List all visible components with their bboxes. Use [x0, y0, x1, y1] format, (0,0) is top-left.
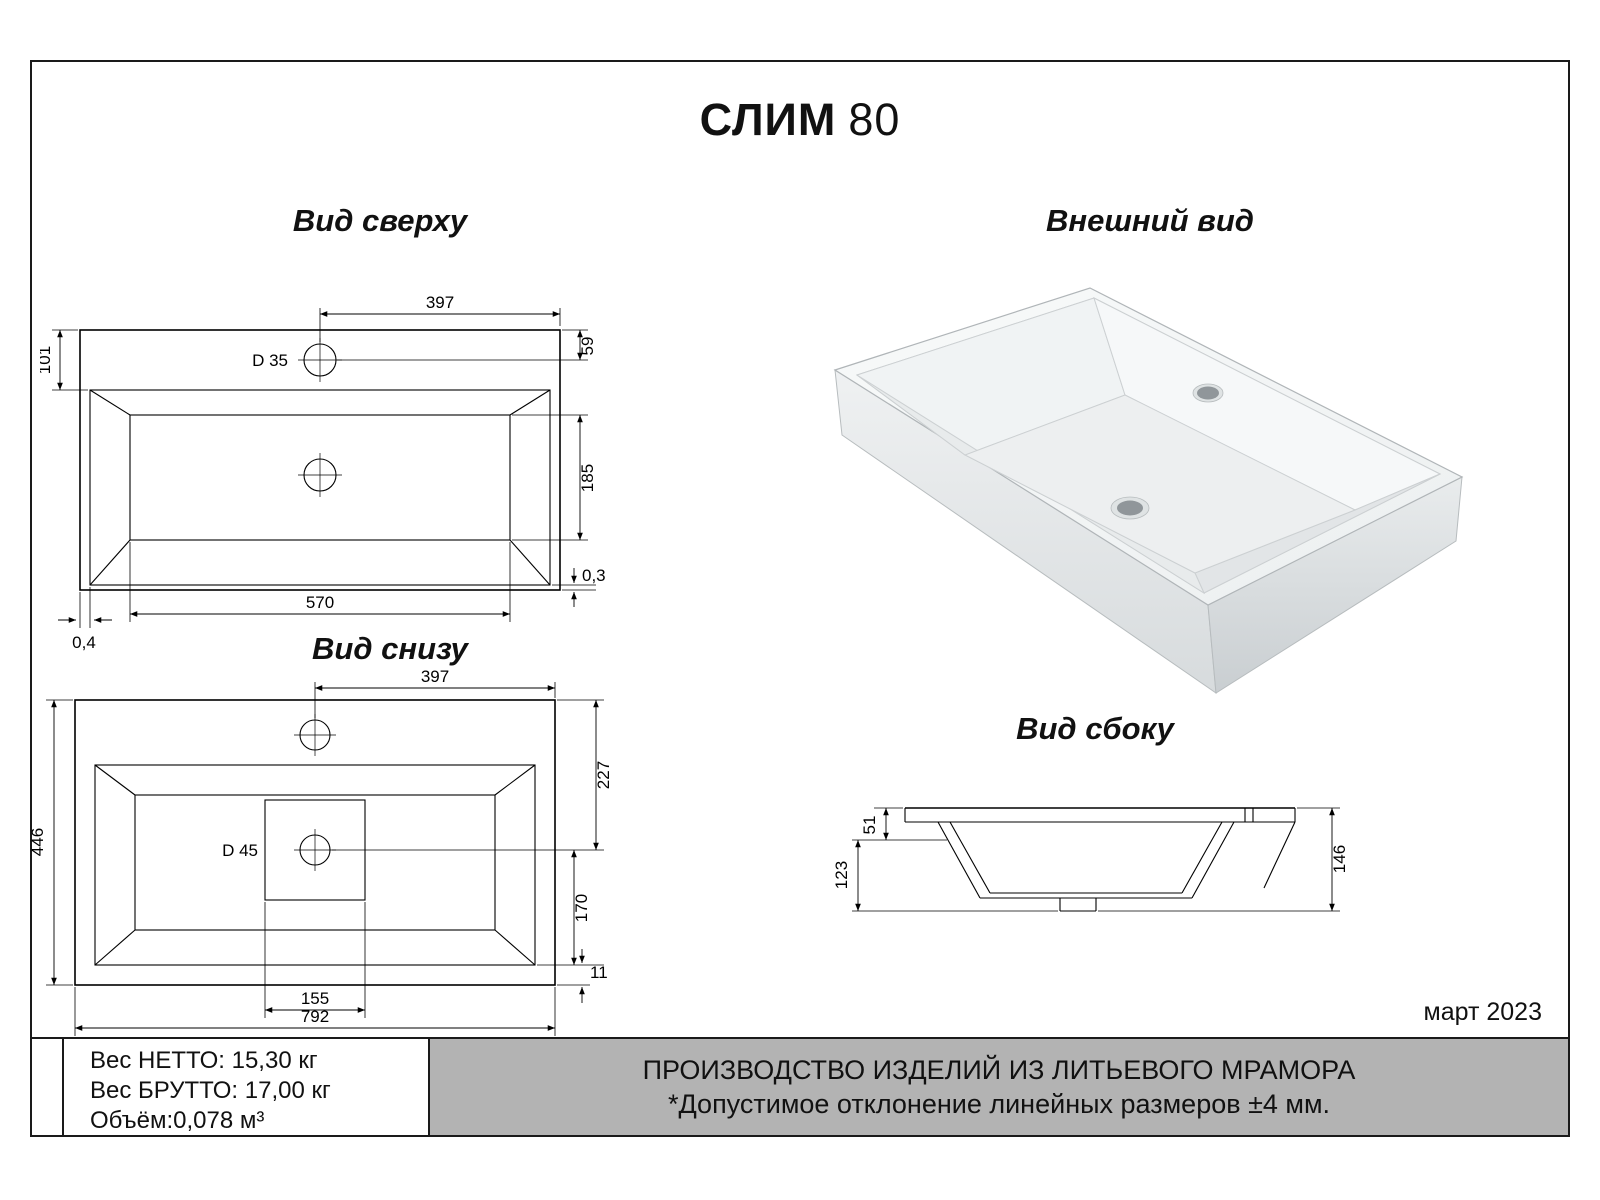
dim-101: 101	[40, 329, 88, 391]
faucet-hole	[294, 714, 336, 756]
faucet-hole	[298, 338, 342, 382]
svg-text:101: 101	[40, 346, 54, 374]
dim-170: 170	[537, 850, 604, 966]
external-view-render	[833, 287, 1464, 695]
svg-text:185: 185	[578, 464, 597, 492]
page-border	[30, 60, 1570, 1137]
side-view-label: Вид сбоку	[1016, 711, 1174, 746]
svg-text:146: 146	[1330, 845, 1349, 873]
svg-text:123: 123	[832, 861, 851, 889]
dim-570: 570	[129, 542, 511, 622]
sink-3d-body	[833, 287, 1464, 695]
svg-text:155: 155	[301, 989, 329, 1008]
dim-792: 792	[74, 987, 556, 1036]
dim-227: 227	[332, 699, 613, 851]
production-title: ПРОИЗВОДСТВО ИЗДЕЛИЙ ИЗ ЛИТЬЕВОГО МРАМОР…	[642, 1054, 1356, 1085]
dim-51: 51	[852, 807, 947, 841]
tolerance-note: *Допустимое отклонение линейных размеров…	[667, 1088, 1331, 1119]
svg-text:170: 170	[572, 894, 591, 922]
svg-text:0,3: 0,3	[582, 566, 606, 585]
dim-446: 446	[30, 699, 73, 986]
svg-text:51: 51	[860, 816, 879, 835]
svg-text:0,4: 0,4	[72, 633, 96, 652]
external-view-label: Внешний вид	[1046, 203, 1254, 238]
net-weight: Вес НЕТТО: 15,30 кг	[90, 1047, 318, 1074]
model-name: СЛИМ	[699, 94, 837, 145]
footer: Вес НЕТТО: 15,30 кг Вес БРУТТО: 17,00 кг…	[32, 1037, 1568, 1135]
top-view-label: Вид сверху	[292, 203, 468, 238]
dim-397-top: 397	[319, 293, 561, 342]
svg-text:11: 11	[590, 963, 608, 982]
dim-11: 11	[557, 949, 608, 1003]
top-view-drawing: D 35 397 59 185 0,3	[40, 293, 606, 652]
side-view-outline	[904, 807, 1296, 912]
drain-hole	[298, 453, 342, 497]
dim-0-3: 0,3	[552, 566, 606, 607]
gross-weight: Вес БРУТТО: 17,00 кг	[90, 1076, 331, 1104]
dim-0-4: 0,4	[58, 587, 112, 652]
faucet-hole-3d	[1192, 383, 1224, 403]
production-banner: ПРОИЗВОДСТВО ИЗДЕЛИЙ ИЗ ЛИТЬЕВОГО МРАМОР…	[430, 1039, 1568, 1135]
svg-text:397: 397	[421, 670, 449, 686]
bottom-view-drawing: D 45 397 227 170 11 44	[30, 670, 613, 1036]
volume: Объём:0,078 м³	[90, 1106, 265, 1134]
dim-drain-diameter: D 45	[222, 841, 258, 860]
svg-text:446: 446	[30, 828, 47, 856]
svg-text:227: 227	[594, 761, 613, 789]
svg-text:397: 397	[426, 293, 454, 312]
svg-text:59: 59	[578, 337, 597, 356]
dim-185: 185	[512, 414, 597, 541]
dim-123: 123	[832, 840, 1058, 912]
dim-155: 155	[264, 902, 366, 1018]
drain-hole-3d	[1110, 496, 1150, 520]
svg-text:570: 570	[306, 593, 334, 612]
svg-text:792: 792	[301, 1007, 329, 1026]
dim-hole-diameter: D 35	[252, 351, 288, 370]
top-view-outline	[79, 329, 561, 591]
date-label: март 2023	[1423, 998, 1542, 1026]
model-size: 80	[848, 94, 901, 145]
bottom-view-label: Вид снизу	[312, 631, 468, 666]
dim-397-bottom: 397	[314, 670, 556, 718]
weight-info-box: Вес НЕТТО: 15,30 кг Вес БРУТТО: 17,00 кг…	[62, 1039, 430, 1135]
dim-146: 146	[1098, 807, 1349, 912]
side-view-drawing: 51 123 146	[832, 807, 1349, 912]
dim-59: 59	[337, 329, 597, 361]
